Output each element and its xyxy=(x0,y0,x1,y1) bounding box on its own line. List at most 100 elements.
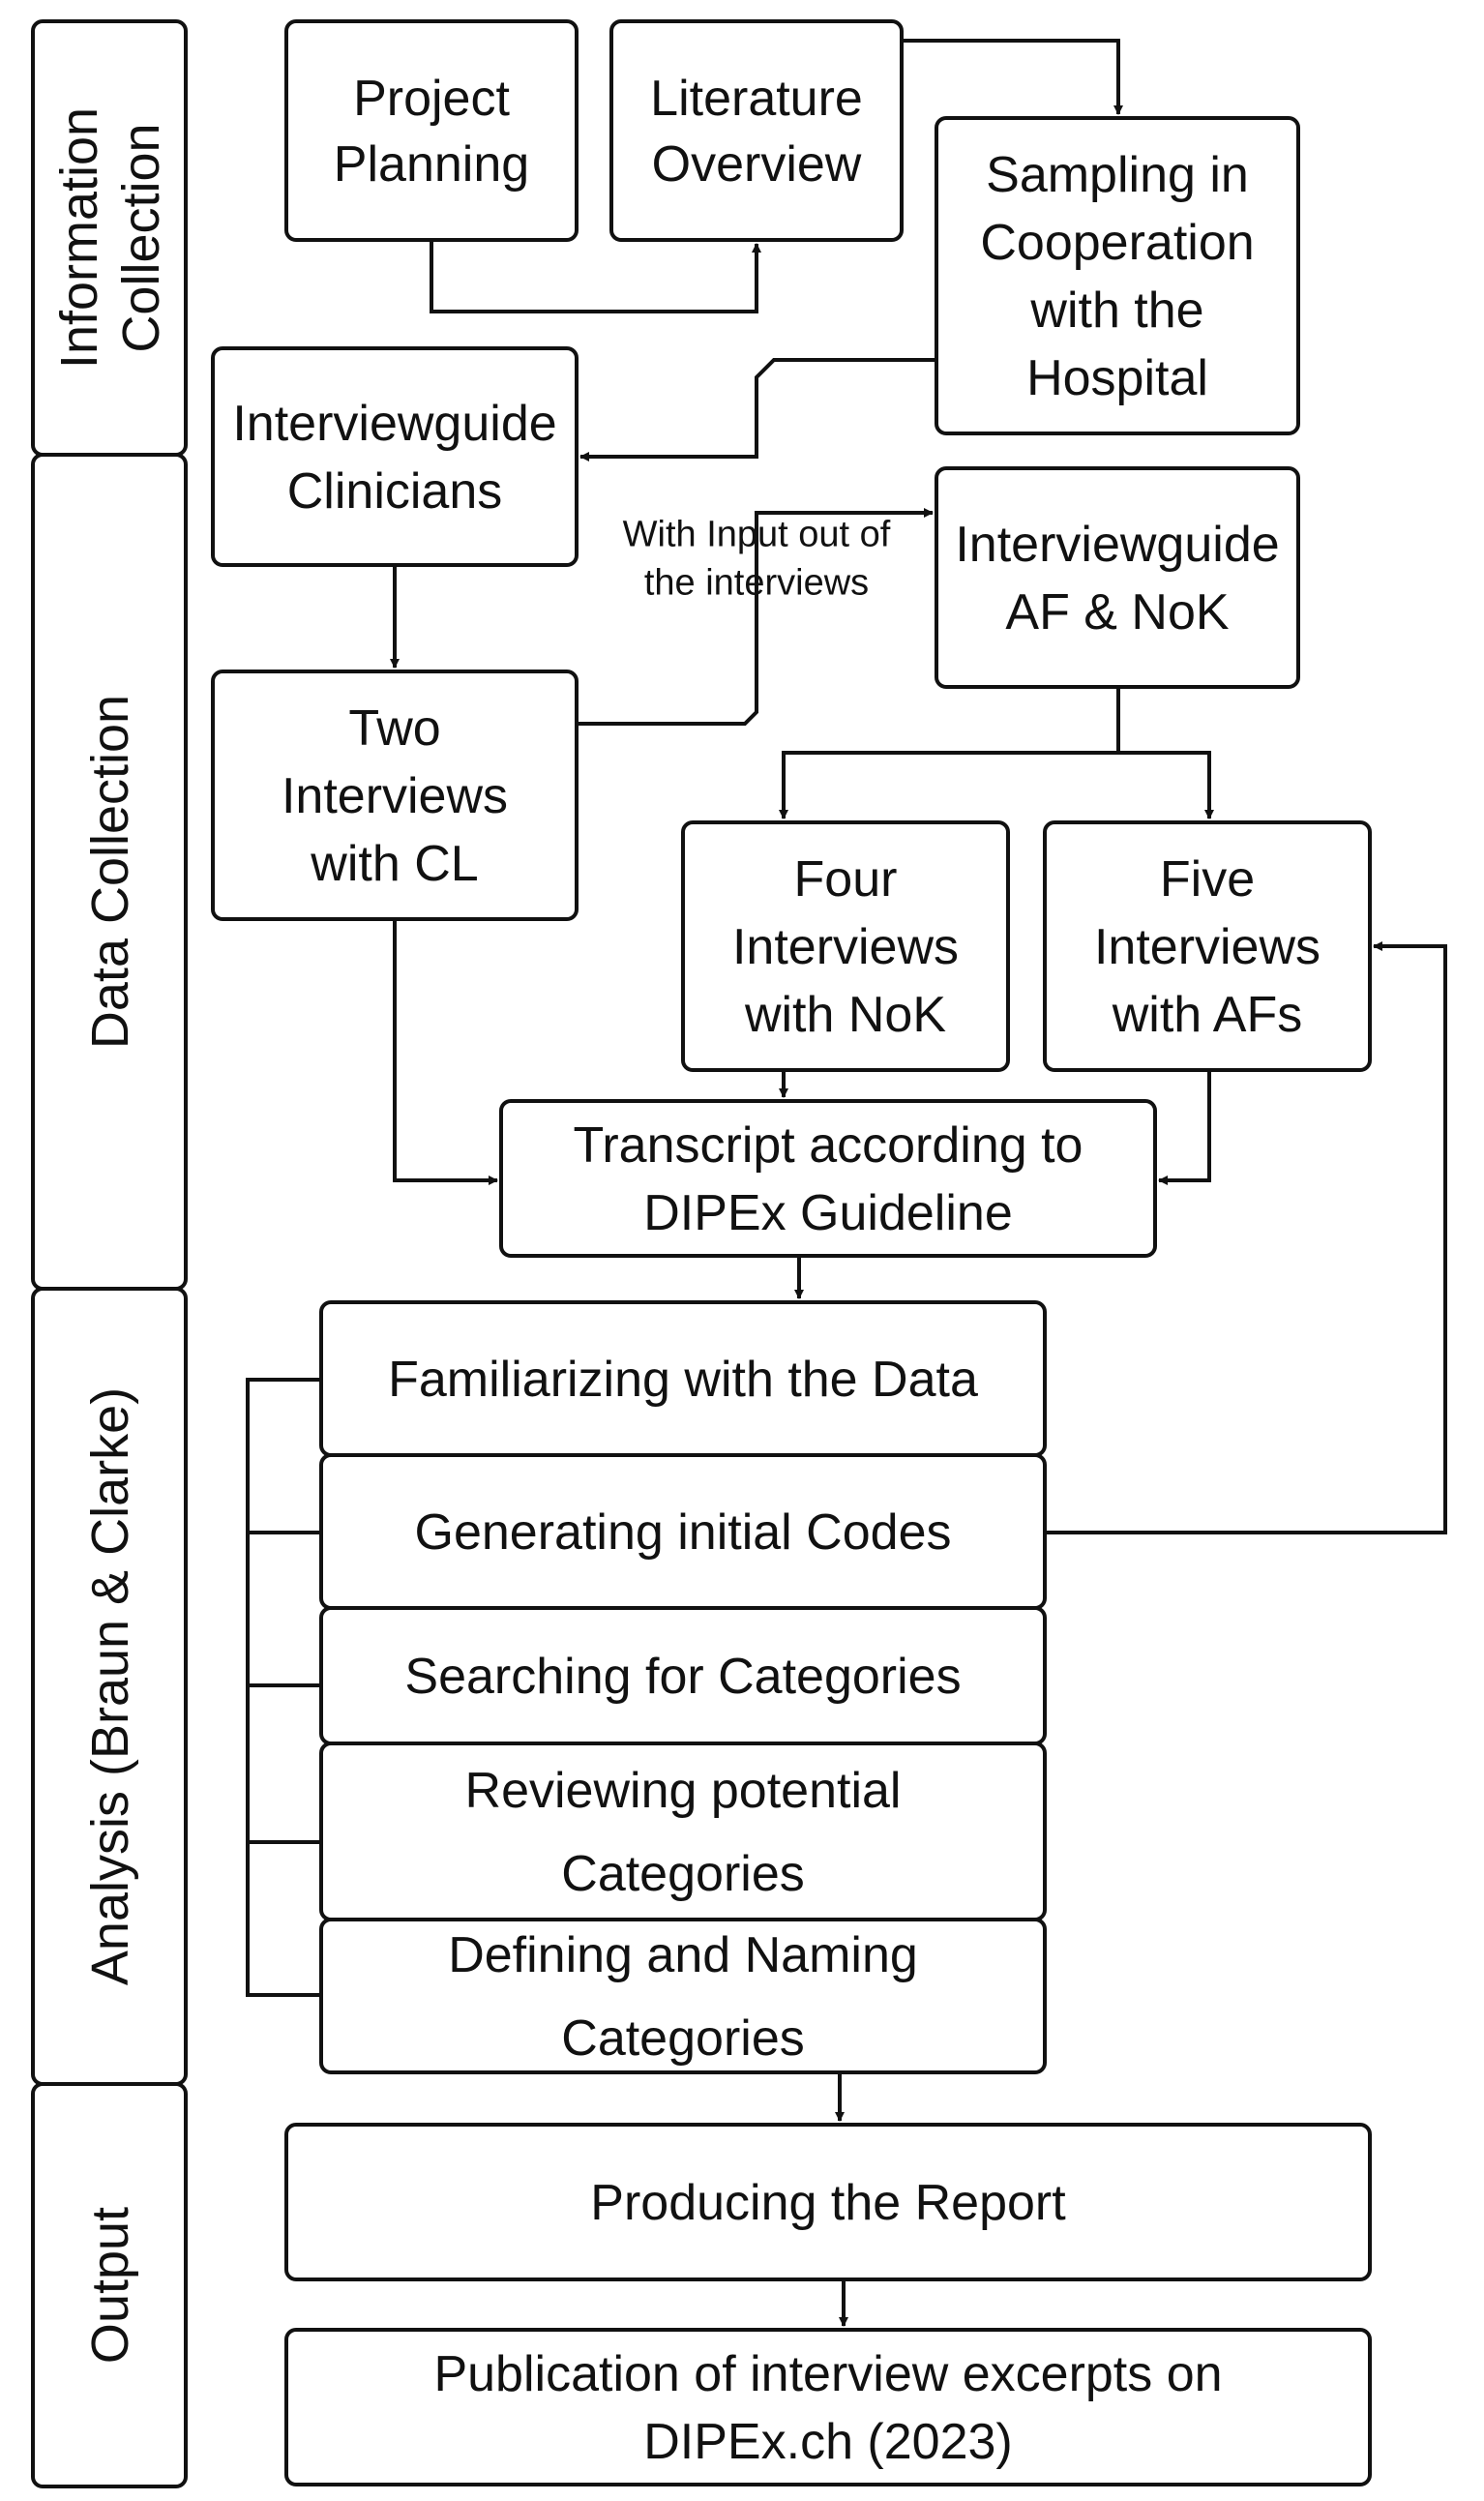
arrow-five-interviews-to-transcript xyxy=(1158,1070,1211,1185)
node-searching-categories: Searching for Categories xyxy=(319,1606,1047,1745)
node-searching-categories-label-line: Searching for Categories xyxy=(404,1649,961,1705)
arrow-two-interviews-to-af-guide xyxy=(577,508,934,726)
node-guide-af-nok: Interviewguide AF & NoK xyxy=(935,466,1300,689)
bracket-familiarizing-codes xyxy=(246,1378,321,1534)
phase-output-box xyxy=(31,2082,188,2488)
arrow-literature-to-sampling xyxy=(902,39,1123,115)
node-publication-box xyxy=(284,2328,1372,2486)
phase-information-label-line: Information xyxy=(50,107,108,369)
node-literature-overview-label-line: Overview xyxy=(652,136,862,193)
phase-output-label-line: Output xyxy=(81,2207,139,2364)
node-two-interviews-label-line: with CL xyxy=(310,836,478,892)
annotations: With Input out of the interviews xyxy=(623,514,891,603)
node-four-interviews-label-line: with NoK xyxy=(744,987,946,1043)
node-two-interviews-label-line: Interviews xyxy=(282,768,508,824)
phase-analysis-label-line: Analysis (Braun & Clarke) xyxy=(81,1387,139,1985)
node-publication-label: Publication of interview excerpts on DIPE… xyxy=(433,2346,1222,2470)
node-four-interviews-label-line: Four xyxy=(794,851,898,908)
phase-output-label: Output xyxy=(81,2207,139,2364)
arrow-to-five-interviews xyxy=(1118,751,1214,819)
annotation-interview-input-line: With Input out of xyxy=(623,514,891,554)
phase-information: InformationCollection xyxy=(31,19,188,457)
arrow-sampling-to-clinicians-guide xyxy=(579,358,936,461)
phase-data-label: Data Collection xyxy=(81,695,139,1049)
node-searching-categories-label: Searching for Categories xyxy=(404,1649,961,1705)
node-producing-report-label-line: Producing the Report xyxy=(590,2175,1066,2231)
node-producing-report: Producing the Report xyxy=(284,2123,1372,2281)
node-literature-overview-label-line: Literature xyxy=(650,71,863,127)
node-producing-report-label: Producing the Report xyxy=(590,2175,1066,2231)
node-reviewing-categories-label-line: Categories xyxy=(561,1846,804,1902)
node-sampling-label-line: with the xyxy=(1029,283,1203,339)
bracket-searching-reviewing xyxy=(246,1683,321,1844)
node-project-planning-label-line: Planning xyxy=(334,136,529,193)
node-project-planning-label-line: Project xyxy=(353,71,510,127)
node-defining-categories-label-line: Defining and Naming xyxy=(448,1927,918,1983)
node-transcript-label-line: DIPEx Guideline xyxy=(643,1185,1013,1241)
node-sampling-box xyxy=(935,116,1300,435)
node-project-planning-box xyxy=(284,19,579,242)
node-producing-report-box xyxy=(284,2123,1372,2281)
node-publication-label-line: DIPEx.ch (2023) xyxy=(643,2414,1013,2470)
bracket-reviewing-defining xyxy=(246,1840,321,1997)
node-sampling-label-line: Hospital xyxy=(1026,350,1208,406)
phase-output: Output xyxy=(31,2082,188,2488)
arrow-two-interviews-to-transcript xyxy=(393,919,498,1185)
phase-information-label: InformationCollection xyxy=(50,107,170,369)
node-familiarizing-label: Familiarizing with the Data xyxy=(388,1352,978,1408)
bracket-codes-searching xyxy=(246,1531,321,1687)
phase-information-label-line: Collection xyxy=(112,123,170,352)
annotation-interview-input: With Input out of the interviews xyxy=(623,514,891,603)
node-two-interviews-box xyxy=(211,670,579,921)
node-guide-af-nok-box xyxy=(935,466,1300,689)
node-generating-codes: Generating initial Codes xyxy=(319,1453,1047,1610)
node-generating-codes-label: Generating initial Codes xyxy=(415,1504,952,1561)
node-guide-clinicians-label-line: Clinicians xyxy=(287,463,503,520)
node-four-interviews-box xyxy=(681,820,1010,1072)
node-reviewing-categories-label-line: Reviewing potential xyxy=(465,1763,902,1819)
node-publication: Publication of interview excerpts on DIPE… xyxy=(284,2328,1372,2486)
node-guide-clinicians-label-line: Interviewguide xyxy=(232,396,556,452)
node-sampling-label-line: Sampling in xyxy=(986,147,1249,203)
node-guide-af-nok-label: Interviewguide AF & NoK xyxy=(955,517,1279,640)
phase-analysis-label: Analysis (Braun & Clarke) xyxy=(81,1387,139,1985)
node-five-interviews-label-line: Five xyxy=(1160,851,1255,908)
node-generating-codes-label-line: Generating initial Codes xyxy=(415,1504,952,1561)
phase-data-label-line: Data Collection xyxy=(81,695,139,1049)
node-transcript: Transcript according to DIPEx Guideline xyxy=(499,1099,1157,1258)
node-defining-categories-box xyxy=(319,1918,1047,2074)
node-familiarizing: Familiarizing with the Data xyxy=(319,1300,1047,1457)
node-five-interviews-label-line: Interviews xyxy=(1094,919,1321,975)
node-two-interviews-label-line: Two xyxy=(348,700,440,757)
node-familiarizing-label-line: Familiarizing with the Data xyxy=(388,1352,978,1408)
node-five-interviews-label-line: with AFs xyxy=(1112,987,1303,1043)
arrow-codes-feedback-to-five-interviews xyxy=(1045,941,1447,1534)
node-literature-overview-box xyxy=(609,19,904,242)
node-guide-af-nok-label-line: AF & NoK xyxy=(1005,584,1229,640)
phase-analysis: Analysis (Braun & Clarke) xyxy=(31,1287,188,2086)
arrow-to-four-interviews xyxy=(779,751,1118,819)
node-guide-clinicians-box xyxy=(211,346,579,567)
annotation-interview-input-line: the interviews xyxy=(644,562,869,603)
node-guide-af-nok-label-line: Interviewguide xyxy=(955,517,1279,573)
node-publication-label-line: Publication of interview excerpts on xyxy=(433,2346,1222,2402)
node-transcript-label-line: Transcript according to xyxy=(574,1117,1083,1174)
node-four-interviews-label-line: Interviews xyxy=(732,919,959,975)
arrow-planning-to-literature xyxy=(430,240,761,313)
node-five-interviews-box xyxy=(1043,820,1372,1072)
